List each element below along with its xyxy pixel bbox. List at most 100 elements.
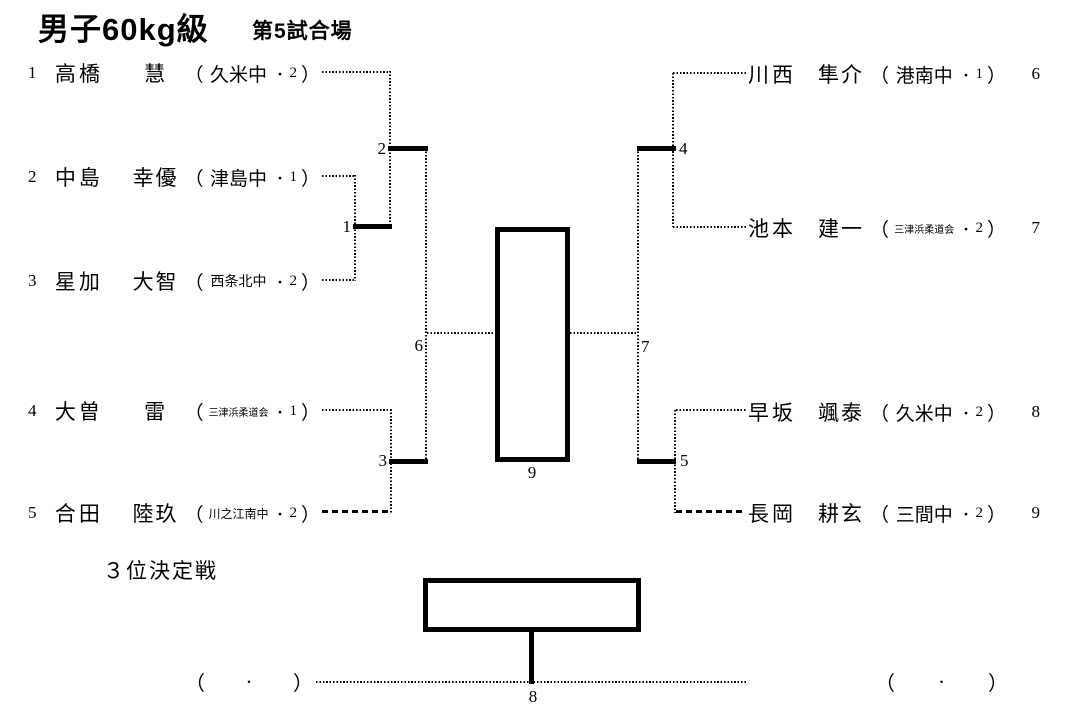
match-label-3: 3	[378, 451, 388, 470]
grade: 2	[289, 64, 297, 81]
competitor-given-name: 陸玖	[132, 502, 179, 526]
paren-open: （	[185, 672, 205, 695]
joiner-match7	[637, 148, 639, 461]
paren-close: ）	[300, 402, 320, 424]
competitor-given-name: 隼介	[818, 63, 864, 87]
joiner-match5	[674, 410, 676, 513]
separator-dot: ・	[959, 506, 973, 522]
match-label-6: 6	[414, 336, 424, 355]
school-name: 久米中	[209, 64, 267, 86]
line-entry3	[322, 279, 356, 281]
school-name: 港南中	[895, 65, 953, 87]
match-label-5: 5	[680, 451, 689, 470]
competitor-given-name: 慧	[144, 62, 168, 86]
separator-dot: ・	[273, 506, 287, 522]
affiliation: （ 津島中 ・ 1 ）	[184, 164, 320, 191]
entry-row-6: 川西 隼介 （ 港南中 ・ 1 ） 6	[746, 61, 1042, 87]
competitor-surname: 中島	[54, 166, 103, 190]
paren-close: ）	[986, 504, 1006, 526]
affiliation: （ 西条北中 ・ 2 ）	[184, 268, 320, 295]
match-label-1: 1	[342, 217, 352, 236]
entry-row-9: 長岡 耕玄 （ 三間中 ・ 2 ） 9	[746, 500, 1042, 526]
separator-dot: ・	[959, 67, 973, 83]
entry-row-4: 4 大曽 雷 （ 三津浜柔道会 ・ 1 ）	[28, 398, 320, 424]
grade: 2	[289, 272, 297, 289]
school-name: 三津浜柔道会	[208, 407, 269, 419]
winner-bar-match5	[637, 459, 676, 464]
school-name: 三津浜柔道会	[894, 224, 955, 236]
separator-dot: ・	[242, 674, 255, 689]
grade: 1	[289, 168, 297, 185]
seed-number: 3	[28, 271, 37, 290]
separator-dot: ・	[273, 404, 287, 420]
third-place-stem	[529, 632, 534, 684]
school-name: 津島中	[209, 168, 267, 190]
paren-open: （	[870, 504, 890, 526]
separator-dot: ・	[273, 170, 287, 186]
affiliation: （ 久米中 ・ 2 ）	[870, 399, 1006, 426]
line-entry7	[673, 226, 746, 228]
paren-open: （	[184, 504, 204, 526]
entry-row-2: 2 中島 幸優 （ 津島中 ・ 1 ）	[28, 164, 320, 190]
school-name: 西条北中	[210, 275, 267, 290]
competitor-given-name: 建一	[818, 217, 864, 241]
line-entry1	[322, 71, 391, 73]
competitor-surname: 川西	[748, 63, 796, 87]
paren-close: ）	[300, 504, 320, 526]
seed-number: 1	[28, 63, 37, 82]
joiner-match6	[425, 148, 427, 462]
affiliation: （ 港南中 ・ 1 ）	[870, 61, 1006, 88]
competitor-given-name: 大智	[132, 270, 179, 294]
affiliation: （ 久米中 ・ 2 ）	[184, 60, 320, 87]
grade: 2	[975, 403, 983, 420]
seed-number: 8	[1031, 402, 1041, 421]
paren-open: （	[875, 672, 895, 695]
affiliation: （ 三津浜柔道会 ・ 2 ）	[870, 215, 1006, 242]
paren-open: （	[870, 219, 890, 241]
seed-number: 4	[28, 401, 37, 420]
seed-number: 5	[28, 503, 37, 522]
competitor-given-name: 颯泰	[818, 401, 864, 425]
school-name: 三間中	[895, 504, 953, 526]
match-label-4: 4	[679, 139, 688, 158]
third-place-line	[316, 681, 746, 683]
winner-bar-match1	[353, 224, 392, 229]
semifinal-right-line	[570, 332, 638, 334]
competitor-surname: 星加	[54, 270, 103, 294]
match-label-2: 2	[377, 139, 387, 158]
paren-close: ）	[987, 672, 1008, 695]
paren-close: ）	[986, 219, 1006, 241]
entry-row-5: 5 合田 陸玖 （ 川之江南中 ・ 2 ）	[28, 500, 320, 526]
grade: 2	[975, 219, 983, 236]
paren-open: （	[870, 403, 890, 425]
third-place-slot-right: （ ・ ）	[875, 668, 1008, 695]
third-place-box	[423, 578, 641, 632]
separator-dot: ・	[935, 674, 948, 689]
semifinal-left-line	[427, 332, 495, 334]
school-name: 川之江南中	[208, 506, 269, 521]
separator-dot: ・	[959, 221, 973, 237]
paren-open: （	[184, 64, 204, 86]
competitor-surname: 合田	[54, 502, 103, 526]
line-entry2	[322, 175, 356, 177]
line-entry4	[322, 409, 392, 411]
school-name: 久米中	[895, 403, 953, 425]
competitor-given-name: 雷	[144, 400, 168, 424]
separator-dot: ・	[273, 66, 287, 82]
paren-close: ）	[986, 403, 1006, 425]
joiner-match4	[672, 73, 674, 227]
competitor-given-name: 幸優	[132, 166, 179, 190]
seed-number: 9	[1031, 503, 1041, 522]
match-label-9: 9	[527, 463, 537, 482]
paren-close: ）	[292, 672, 313, 695]
line-entry9-dashed	[676, 510, 746, 513]
seed-number: 2	[28, 167, 37, 186]
entry-row-3: 3 星加 大智 （ 西条北中 ・ 2 ）	[28, 268, 320, 294]
line-entry8	[676, 409, 746, 411]
affiliation: （ 三間中 ・ 2 ）	[870, 500, 1006, 527]
grade: 1	[975, 65, 983, 82]
paren-open: （	[184, 402, 204, 424]
competitor-surname: 早坂	[748, 401, 796, 425]
venue-label: 第5試合場	[252, 20, 353, 43]
